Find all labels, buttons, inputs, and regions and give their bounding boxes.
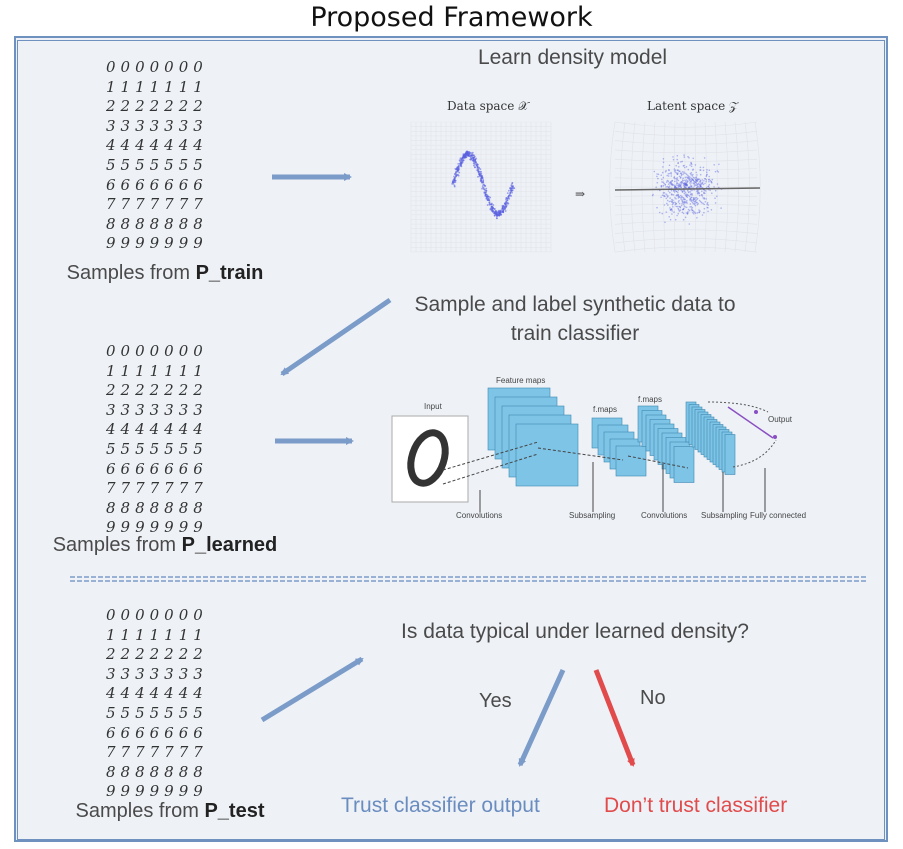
digit-row: 5555555 xyxy=(106,155,208,174)
density-model-illustration: Data space 𝒳 Latent space 𝒵 ⇒ xyxy=(410,99,761,253)
cnn-label-conv1: Convolutions xyxy=(456,511,502,520)
cnn-label-fc: Fully connected xyxy=(750,511,806,520)
digit-row: 3333333 xyxy=(106,664,208,683)
digit-row: 0000000 xyxy=(106,606,208,624)
digit-row: 5555555 xyxy=(106,703,208,722)
cnn-input-digit xyxy=(407,429,449,487)
cnn-label-feature-maps: Feature maps xyxy=(496,376,545,385)
cnn-label-fmaps-2: f.maps xyxy=(638,395,662,404)
label-trust-classifier: Trust classifier output xyxy=(341,794,540,817)
cnn-conn-1 xyxy=(442,441,539,471)
digit-row: 6666666 xyxy=(106,723,208,742)
label-no: No xyxy=(640,687,666,709)
heading-typical-question: Is data typical under learned density? xyxy=(401,620,749,643)
digit-row: 3333333 xyxy=(106,116,208,135)
cnn-diagram: Input Feature maps f.maps f.maps Output … xyxy=(391,376,806,520)
cnn-output-node-2 xyxy=(773,435,777,439)
arrow-test-to-question xyxy=(260,656,364,723)
digit-row: 8888888 xyxy=(106,214,208,233)
page-title: Proposed Framework xyxy=(310,2,593,33)
digit-row: 1111111 xyxy=(106,77,208,96)
data-space-label: Data space 𝒳 xyxy=(447,99,530,113)
digit-row: 7777777 xyxy=(106,195,208,214)
digit-row: 4444444 xyxy=(106,136,208,155)
cnn-conn-4 xyxy=(627,455,689,469)
cnn-output-node-1 xyxy=(754,410,758,414)
digit-row: 0000000 xyxy=(106,342,208,360)
latent-axis-line xyxy=(614,187,761,191)
digit-row: 8888888 xyxy=(106,498,208,517)
arrow-no xyxy=(593,669,636,767)
cnn-fmaps-1 xyxy=(591,417,647,477)
digit-row: 9999999 xyxy=(106,234,208,253)
caption-learned: Samples from P_learned xyxy=(52,534,278,556)
digit-row: 8888888 xyxy=(106,762,208,781)
cnn-feature-maps xyxy=(487,387,579,487)
caption-train: Samples from P_train xyxy=(66,262,264,284)
digit-row: 6666666 xyxy=(106,175,208,194)
label-dont-trust-classifier: Don’t trust classifier xyxy=(604,794,788,817)
cnn-conn-2 xyxy=(442,453,539,485)
digit-row: 0000000 xyxy=(106,58,208,76)
digit-row: 2222222 xyxy=(106,381,208,400)
digit-row: 2222222 xyxy=(106,97,208,116)
digit-row: 4444444 xyxy=(106,684,208,703)
latent-space-label: Latent space 𝒵 xyxy=(647,99,739,113)
digit-row: 7777777 xyxy=(106,743,208,762)
cnn-output-line xyxy=(727,406,774,439)
arrow-yes xyxy=(517,668,566,767)
cnn-label-sub1: Subsampling xyxy=(569,511,615,520)
digit-row: 5555555 xyxy=(106,439,208,458)
digit-row: 1111111 xyxy=(106,361,208,380)
cnn-label-input: Input xyxy=(424,402,443,411)
cnn-fully-connected-stack xyxy=(685,401,736,475)
data-space-scatter xyxy=(451,150,516,220)
label-yes: Yes xyxy=(479,690,512,712)
cnn-fmaps-2 xyxy=(637,405,695,483)
transform-arrow-icon: ⇒ xyxy=(575,187,585,201)
digit-row: 1111111 xyxy=(106,625,208,644)
framework-frame-inner xyxy=(17,40,885,840)
cnn-label-conv2: Convolutions xyxy=(641,511,687,520)
cnn-label-output: Output xyxy=(768,415,793,424)
latent-space-grid xyxy=(609,121,761,253)
digit-row: 7777777 xyxy=(106,479,208,498)
caption-test: Samples from P_test xyxy=(75,800,265,822)
cnn-label-sub2: Subsampling xyxy=(701,511,747,520)
digit-row: 9999999 xyxy=(106,518,208,537)
arrow-density-to-learned xyxy=(280,297,392,377)
cnn-label-fmaps-1: f.maps xyxy=(593,405,617,414)
digit-row: 2222222 xyxy=(106,645,208,664)
digit-row: 9999999 xyxy=(106,782,208,801)
digit-row: 4444444 xyxy=(106,420,208,439)
cnn-conn-3 xyxy=(537,447,624,461)
heading-learn-density: Learn density model xyxy=(477,46,668,69)
cnn-fc-link-2 xyxy=(732,439,777,468)
cnn-fc-link-1 xyxy=(707,401,769,413)
digit-row: 6666666 xyxy=(106,459,208,478)
digit-row: 3333333 xyxy=(106,400,208,419)
